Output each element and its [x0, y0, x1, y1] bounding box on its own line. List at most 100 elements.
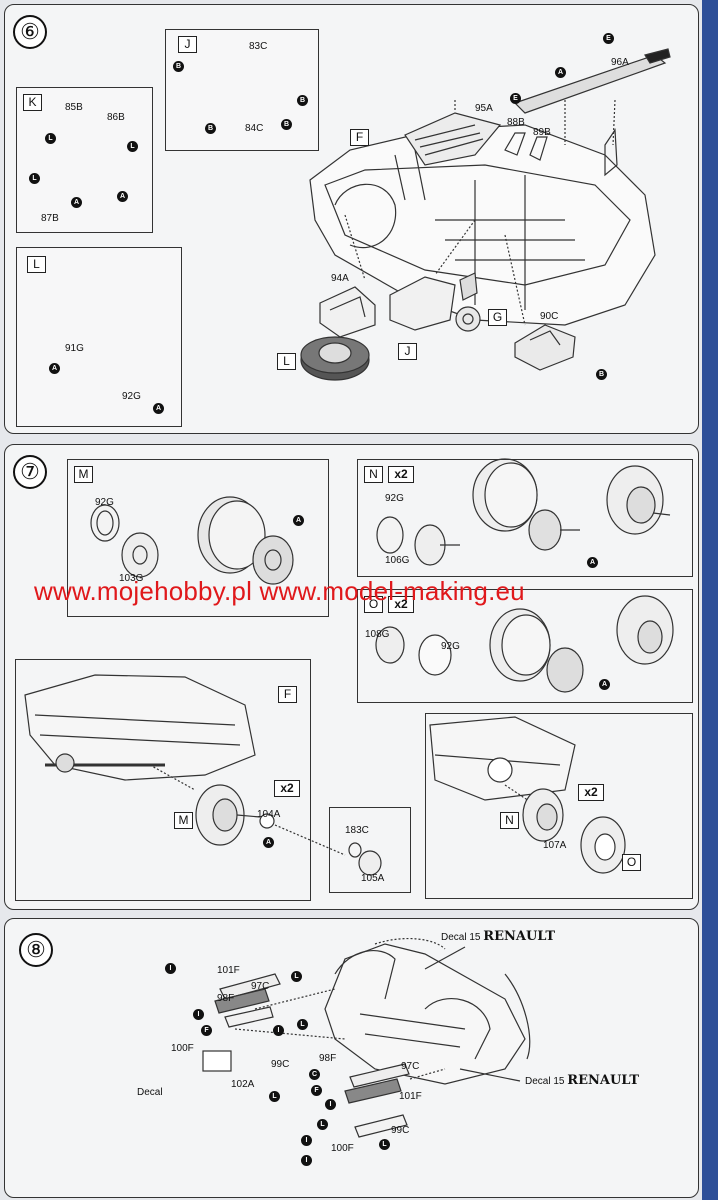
- quantity-badge: x2: [274, 780, 300, 797]
- part-label: 183C: [345, 825, 369, 836]
- glue-marker-b: B: [596, 369, 607, 380]
- glue-marker-b: B: [297, 95, 308, 106]
- subassembly-box-n: N x2: [357, 459, 693, 577]
- part-label: 95A: [475, 103, 493, 114]
- glue-marker-i: I: [325, 1099, 336, 1110]
- glue-marker-a: A: [293, 515, 304, 526]
- glue-marker-b: B: [281, 119, 292, 130]
- part-label: 100F: [331, 1143, 354, 1154]
- subassembly-box-f: F x2 M: [15, 659, 311, 901]
- part-label: 96A: [611, 57, 629, 68]
- glue-marker-f: F: [201, 1025, 212, 1036]
- step-8-drawing: [202, 938, 531, 1138]
- glue-marker-l: L: [379, 1139, 390, 1150]
- glue-marker-l: L: [45, 133, 56, 144]
- part-label: 108G: [365, 629, 390, 640]
- part-label: 84C: [245, 123, 264, 134]
- part-label: 99C: [271, 1059, 290, 1070]
- part-label: 97C: [401, 1061, 420, 1072]
- decal-number: 15: [469, 932, 481, 943]
- step-number: ⑦: [13, 455, 47, 489]
- quantity-badge: x2: [388, 596, 414, 613]
- step-8-panel: ⑧: [4, 918, 699, 1198]
- decal-label-bottom: Decal 15 RENAULT: [525, 1073, 639, 1088]
- part-label: 107A: [543, 840, 567, 851]
- decal-word: Decal: [441, 932, 467, 943]
- glue-marker-l: L: [297, 1019, 308, 1030]
- part-label: 97C: [251, 981, 270, 992]
- quantity-badge: x2: [388, 466, 414, 483]
- part-label: 86B: [107, 112, 125, 123]
- detail-box: [329, 807, 411, 893]
- part-label: 83C: [249, 41, 268, 52]
- box-letter: M: [74, 466, 93, 483]
- glue-marker-i: I: [165, 963, 176, 974]
- subassembly-box-m: M: [67, 459, 329, 617]
- part-label: 87B: [41, 213, 59, 224]
- callout-m: M: [174, 812, 193, 829]
- part-label: 98F: [319, 1053, 337, 1064]
- part-label: 85B: [65, 102, 83, 113]
- subassembly-box-l: L: [16, 247, 182, 427]
- part-label: 104A: [257, 809, 281, 820]
- glue-marker-i: I: [301, 1155, 312, 1166]
- callout-l: L: [277, 353, 296, 370]
- glue-marker-f: F: [311, 1085, 322, 1096]
- part-label: 106G: [385, 555, 410, 566]
- sheet-edge: [702, 0, 718, 1200]
- glue-marker-l: L: [269, 1091, 280, 1102]
- part-label: 103G: [119, 573, 144, 584]
- quantity-badge: x2: [578, 784, 604, 801]
- step-number: ⑥: [13, 15, 47, 49]
- glue-marker-e: E: [510, 93, 521, 104]
- glue-marker-a: A: [153, 403, 164, 414]
- subassembly-box-o: O x2: [357, 589, 693, 703]
- glue-marker-l: L: [127, 141, 138, 152]
- part-label: 88B: [507, 117, 525, 128]
- part-label: 92G: [95, 497, 114, 508]
- glue-marker-b: B: [205, 123, 216, 134]
- subassembly-box-k: K: [16, 87, 153, 233]
- brand-decal: RENAULT: [567, 1073, 640, 1088]
- box-letter: N: [364, 466, 383, 483]
- part-label: 101F: [399, 1091, 422, 1102]
- decal-label-small: Decal: [137, 1087, 163, 1098]
- part-label: 101F: [217, 965, 240, 976]
- box-letter: J: [178, 36, 197, 53]
- part-label: 89B: [533, 127, 551, 138]
- callout-o: O: [622, 854, 641, 871]
- glue-marker-l: L: [291, 971, 302, 982]
- step-7-panel: ⑦: [4, 444, 699, 910]
- glue-marker-a: A: [263, 837, 274, 848]
- part-label: 94A: [331, 273, 349, 284]
- decal-number: 15: [553, 1076, 565, 1087]
- callout-g: G: [488, 309, 507, 326]
- glue-marker-a: A: [555, 67, 566, 78]
- watermark-text: www.mojehobby.pl www.model-making.eu: [34, 576, 525, 606]
- callout-j: J: [398, 343, 417, 360]
- part-label: 105A: [361, 873, 385, 884]
- part-label: 92G: [385, 493, 404, 504]
- part-label: 98F: [217, 993, 235, 1004]
- glue-marker-b: B: [173, 61, 184, 72]
- part-label: 92G: [122, 391, 141, 402]
- decal-label-top: Decal 15 RENAULT: [441, 929, 555, 944]
- glue-marker-l: L: [29, 173, 40, 184]
- glue-marker-i: I: [193, 1009, 204, 1020]
- box-letter: K: [23, 94, 42, 111]
- part-label: 99C: [391, 1125, 410, 1136]
- part-label: 100F: [171, 1043, 194, 1054]
- step-number: ⑧: [19, 933, 53, 967]
- glue-marker-a: A: [599, 679, 610, 690]
- glue-marker-a: A: [71, 197, 82, 208]
- part-label: 102A: [231, 1079, 255, 1090]
- glue-marker-l: L: [317, 1119, 328, 1130]
- glue-marker-c: C: [309, 1069, 320, 1080]
- glue-marker-i: I: [301, 1135, 312, 1146]
- subassembly-box-n2: N x2 O: [425, 713, 693, 899]
- box-letter: F: [350, 129, 369, 146]
- glue-marker-e: E: [603, 33, 614, 44]
- part-label: 90C: [540, 311, 559, 322]
- subassembly-box-j: J: [165, 29, 319, 151]
